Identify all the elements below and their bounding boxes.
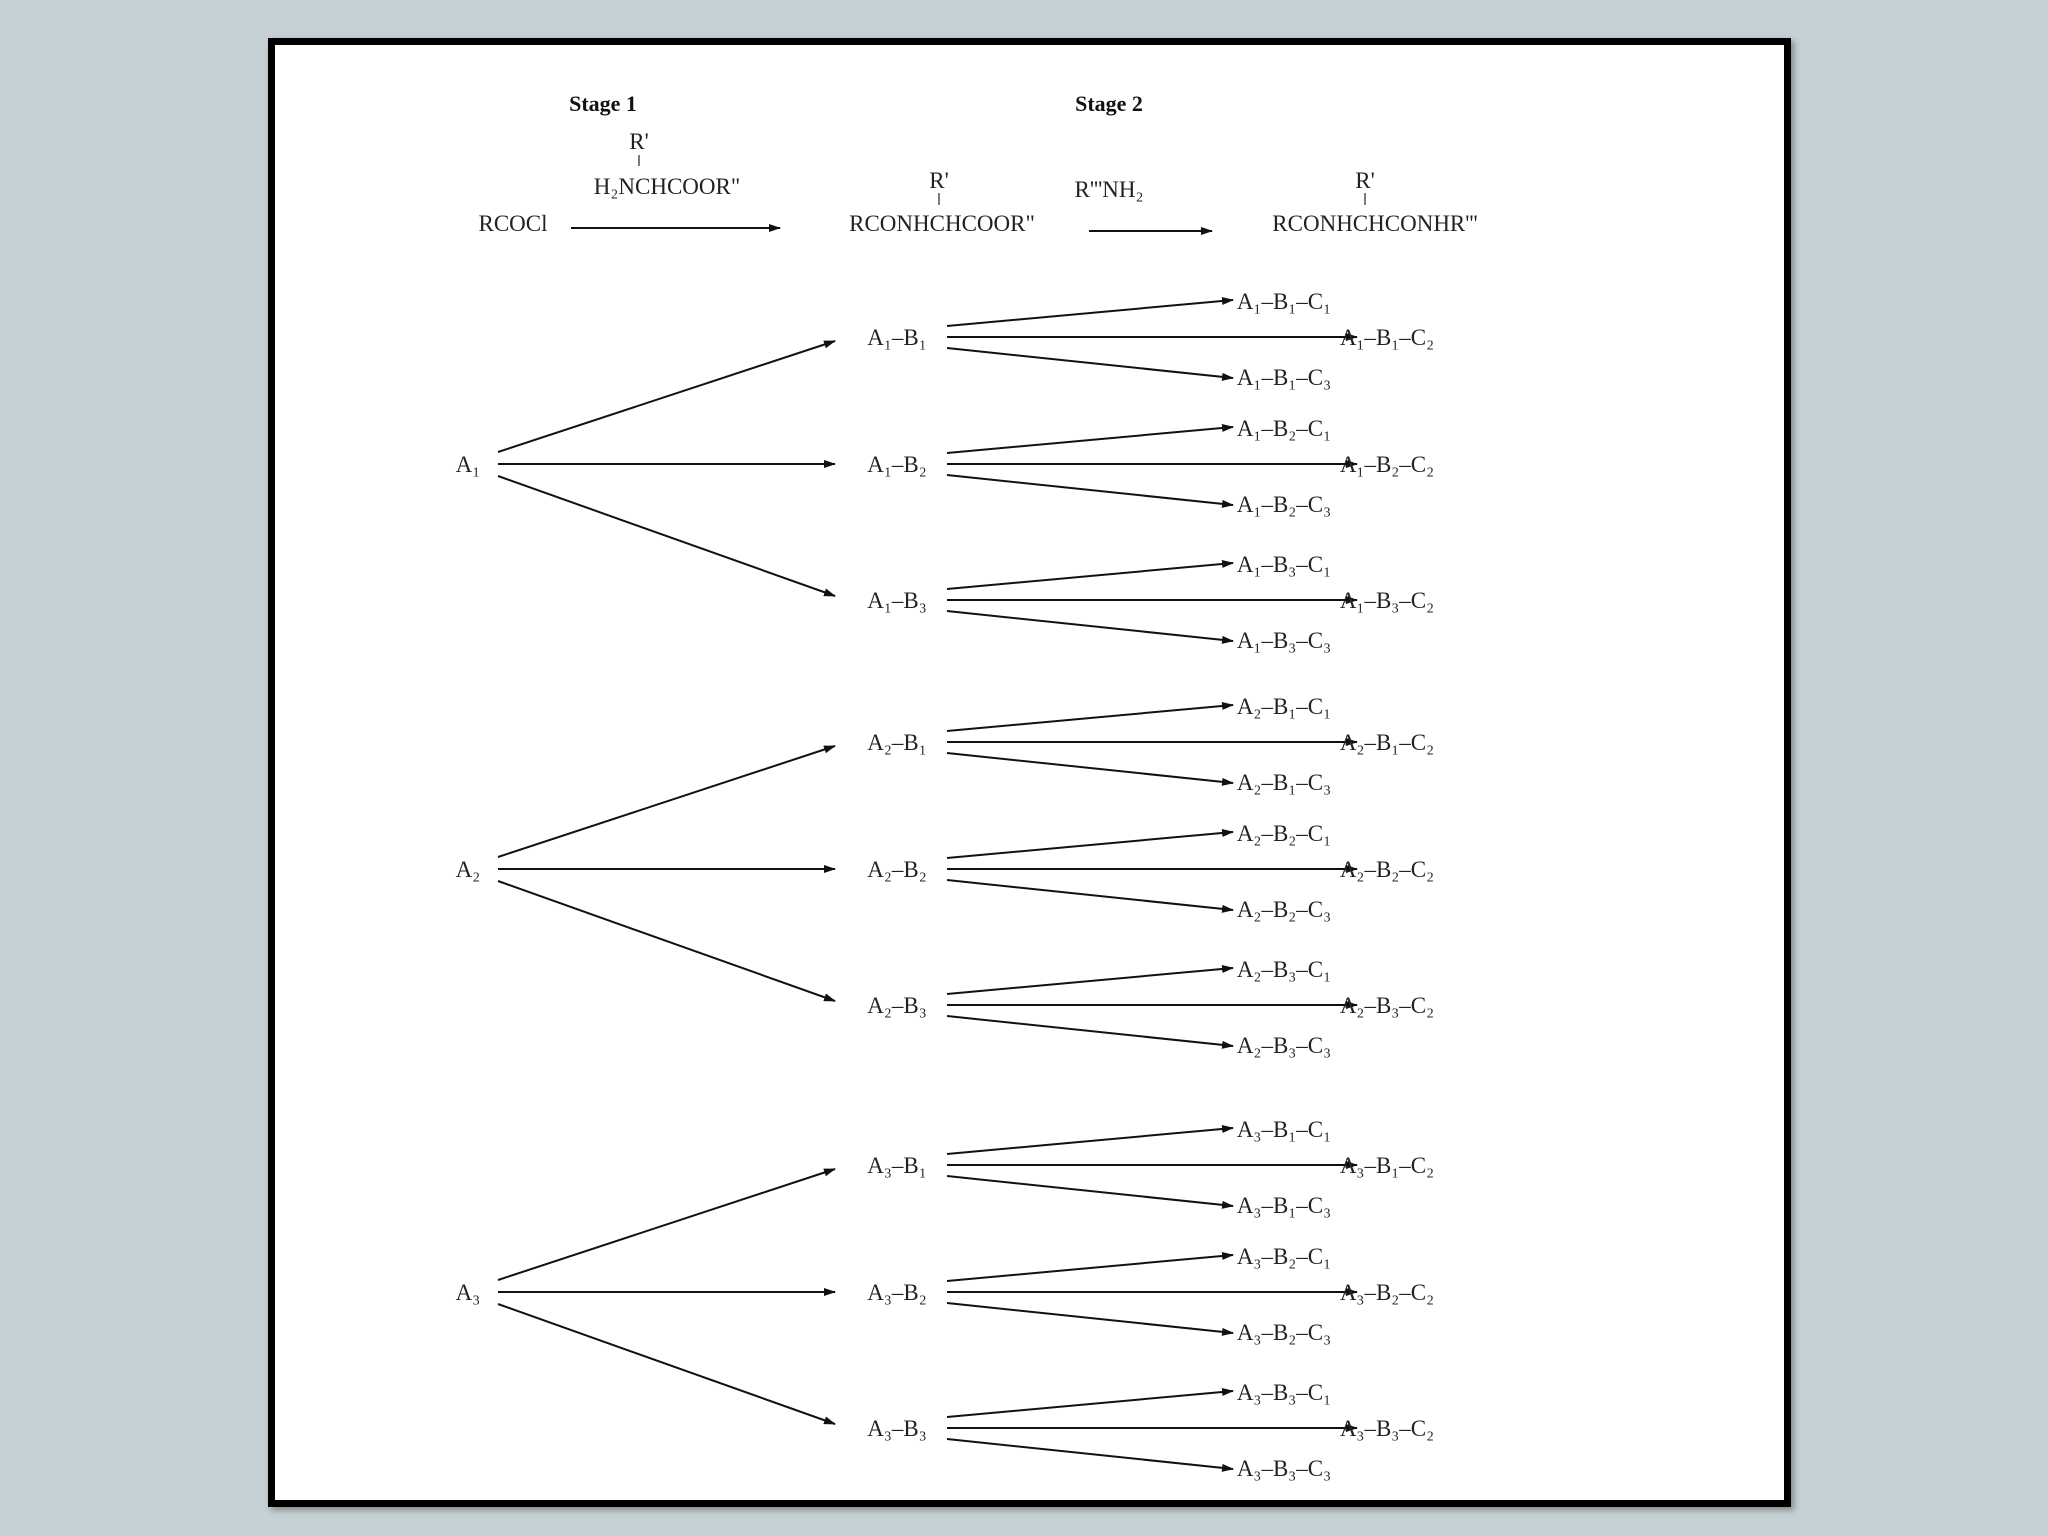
b-to-c-arrow: [946, 1438, 1234, 1472]
c-node-label: A₂–B₂–C₃: [1237, 897, 1331, 922]
a-node-label: A₁: [456, 452, 481, 477]
b-to-c-arrow: [946, 1175, 1234, 1209]
c-node-label: A₁–B₁–C₂: [1340, 325, 1434, 350]
c-node-label: A₁–B₂–C₃: [1237, 492, 1331, 517]
c-node-label: A₂–B₂–C₁: [1237, 821, 1331, 846]
a-to-b-arrow: [497, 475, 836, 597]
b-to-c-arrow: [946, 879, 1234, 913]
a-to-b-arrow: [497, 880, 836, 1002]
b-to-c-arrow: [946, 1388, 1234, 1418]
b-node-label: A₃–B₃: [867, 1416, 927, 1441]
b-to-c-arrow: [946, 474, 1234, 508]
b-to-c-arrow: [946, 347, 1234, 381]
b-to-c-arrow: [946, 1125, 1234, 1155]
b-to-c-arrow: [946, 560, 1234, 590]
stage1-sidechain-label: R': [629, 129, 649, 154]
b-to-c-arrow: [946, 1252, 1234, 1282]
c-node-label: A₂–B₁–C₂: [1340, 730, 1434, 755]
b-node-label: A₂–B₁: [867, 730, 927, 755]
c-node-label: A₃–B₁–C₁: [1237, 1117, 1331, 1142]
c-node-label: A₃–B₂–C₁: [1237, 1244, 1331, 1269]
c-node-label: A₂–B₃–C₃: [1237, 1033, 1331, 1058]
stage1-heading: Stage 1: [569, 91, 637, 116]
combinatorial-synthesis-diagram: Stage 1 Stage 2 R' H₂NCHCOOR" RCOCl R' R…: [456, 91, 1478, 1481]
c-node-label: A₃–B₂–C₂: [1340, 1280, 1434, 1305]
stage2-heading: Stage 2: [1075, 91, 1143, 116]
b-node-label: A₁–B₂: [867, 452, 927, 477]
c-node-label: A₂–B₁–C₃: [1237, 770, 1331, 795]
b-to-c-arrow: [946, 1302, 1234, 1336]
b-to-c-arrow: [946, 297, 1234, 327]
a-to-b-arrow: [497, 340, 836, 453]
b-to-c-arrow: [946, 1015, 1234, 1049]
c-node-label: A₁–B₃–C₁: [1237, 552, 1331, 577]
stage1-reagent: H₂NCHCOOR": [594, 174, 740, 199]
start-material: RCOCl: [478, 211, 547, 236]
b-to-c-arrow: [946, 702, 1234, 732]
c-node-label: A₃–B₃–C₂: [1340, 1416, 1434, 1441]
b-to-c-arrow: [946, 752, 1234, 786]
a-to-b-arrow: [497, 1303, 836, 1425]
c-node-label: A₂–B₁–C₁: [1237, 694, 1331, 719]
b-node-label: A₃–B₁: [867, 1153, 927, 1178]
b-node-label: A₂–B₃: [867, 993, 927, 1018]
b-node-label: A₁–B₁: [867, 325, 927, 350]
c-node-label: A₁–B₁–C₃: [1237, 365, 1331, 390]
intermediate-sidechain-label: R': [929, 168, 949, 193]
c-node-label: A₃–B₂–C₃: [1237, 1320, 1331, 1345]
c-node-label: A₁–B₃–C₃: [1237, 628, 1331, 653]
b-to-c-arrow: [946, 965, 1234, 995]
c-node-label: A₁–B₂–C₁: [1237, 416, 1331, 441]
slide-frame: Stage 1 Stage 2 R' H₂NCHCOOR" RCOCl R' R…: [268, 38, 1791, 1507]
a-node-label: A₃: [456, 1280, 481, 1305]
b-node-label: A₂–B₂: [867, 857, 927, 882]
synthesis-tree: A₁ A₁–B₁ A₁–B₁–C₁ A₁–B₁–C₂ A₁–B₁–C₃ A₁–B₂ A₁–B…: [456, 289, 1435, 1481]
a-node-label: A₂: [456, 857, 481, 882]
c-node-label: A₃–B₁–C₂: [1340, 1153, 1434, 1178]
c-node-label: A₁–B₃–C₂: [1340, 588, 1434, 613]
b-node-label: A₁–B₃: [867, 588, 927, 613]
a-to-b-arrow: [497, 1168, 836, 1281]
c-node-label: A₂–B₃–C₁: [1237, 957, 1331, 982]
b-to-c-arrow: [946, 424, 1234, 454]
stage2-reagent: R'''NH₂: [1074, 177, 1143, 202]
c-node-label: A₁–B₂–C₂: [1340, 452, 1434, 477]
a-to-b-arrow: [497, 745, 836, 858]
c-node-label: A₃–B₃–C₃: [1237, 1456, 1331, 1481]
c-node-label: A₃–B₁–C₃: [1237, 1193, 1331, 1218]
c-node-label: A₃–B₃–C₁: [1237, 1380, 1331, 1405]
product-structure: RCONHCHCONHR''': [1272, 211, 1477, 236]
intermediate-structure: RCONHCHCOOR": [849, 211, 1035, 236]
b-node-label: A₃–B₂: [867, 1280, 927, 1305]
b-to-c-arrow: [946, 610, 1234, 644]
c-node-label: A₂–B₃–C₂: [1340, 993, 1434, 1018]
c-node-label: A₂–B₂–C₂: [1340, 857, 1434, 882]
c-node-label: A₁–B₁–C₁: [1237, 289, 1331, 314]
product-sidechain-label: R': [1355, 168, 1375, 193]
b-to-c-arrow: [946, 829, 1234, 859]
